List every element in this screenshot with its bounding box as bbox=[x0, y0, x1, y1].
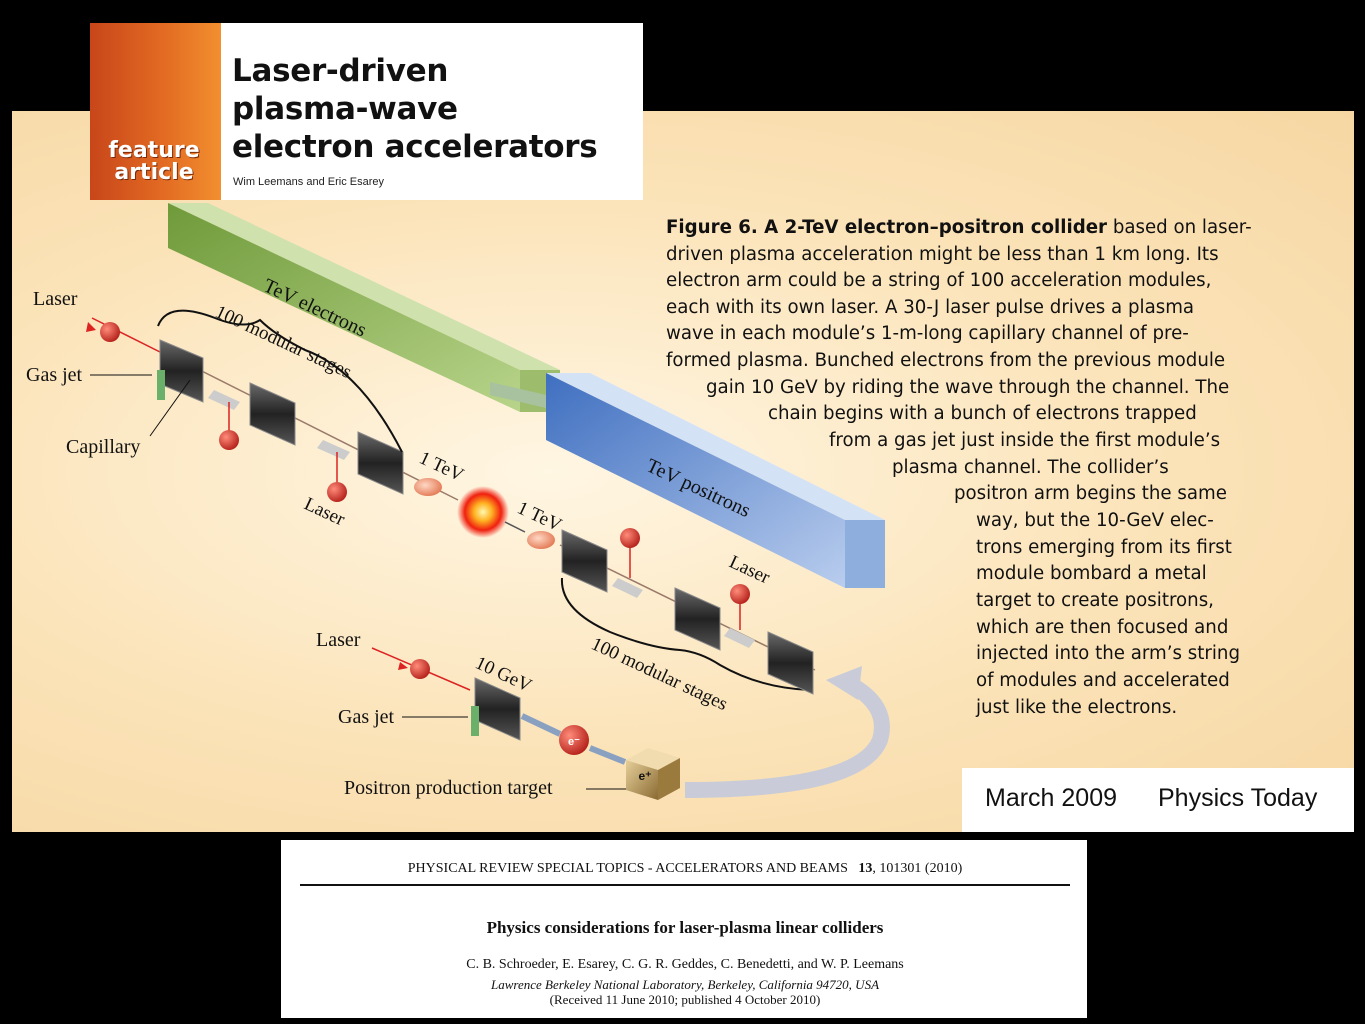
caption-line: way, but the 10-GeV elec- bbox=[976, 510, 1214, 531]
caption-line: electron arm could be a string of 100 ac… bbox=[666, 270, 1212, 291]
electron-bunch bbox=[414, 478, 442, 496]
collision-point bbox=[457, 486, 509, 538]
paper-affiliation: Lawrence Berkeley National Laboratory, B… bbox=[490, 977, 880, 992]
paper-journal-line: PHYSICAL REVIEW SPECIAL TOPICS - ACCELER… bbox=[407, 861, 963, 876]
laser-pulse bbox=[100, 322, 120, 342]
caption-line: driven plasma acceleration might be less… bbox=[666, 244, 1219, 265]
paper-title: Physics considerations for laser-plasma … bbox=[486, 918, 884, 937]
laser-lower-label: Laser bbox=[316, 629, 361, 651]
caption-line: formed plasma. Bunched electrons from th… bbox=[666, 350, 1226, 371]
electron-bunch-lower bbox=[559, 725, 589, 755]
caption-line: chain begins with a bunch of electrons t… bbox=[768, 403, 1197, 424]
laser-label: Laser bbox=[33, 288, 78, 310]
caption-line: module bombard a metal bbox=[976, 563, 1207, 584]
gas-jet-nozzle bbox=[157, 370, 165, 400]
journal-name: Physics Today bbox=[1158, 784, 1318, 812]
caption-line: gain 10 GeV by riding the wave through t… bbox=[706, 377, 1230, 398]
paper-rule bbox=[300, 884, 1070, 886]
stage-brace-top bbox=[157, 309, 403, 453]
caption-line: just like the electrons. bbox=[976, 697, 1178, 718]
caption-line: each with its own laser. A 30-J laser pu… bbox=[666, 297, 1195, 318]
caption-line: wave in each module’s 1-m-long capillary… bbox=[666, 323, 1189, 344]
publication-date: March 2009 bbox=[985, 784, 1118, 812]
citation-box bbox=[962, 768, 1354, 832]
feature-title: Laser-driven plasma-wave electron accele… bbox=[232, 53, 598, 165]
caption-bold: Figure 6. A 2-TeV electron–positron coll… bbox=[666, 217, 1108, 238]
mirror bbox=[317, 440, 350, 460]
caption-line: injected into the arm’s string bbox=[976, 643, 1240, 664]
laser-pulse bbox=[730, 584, 750, 604]
caption-line: positron arm begins the same bbox=[954, 483, 1227, 504]
feature-badge-text: feature article bbox=[108, 138, 200, 185]
electron-symbol: e⁻ bbox=[568, 736, 580, 748]
paper-authors: C. B. Schroeder, E. Esarey, C. G. R. Ged… bbox=[466, 957, 904, 972]
gas-jet-lower-label: Gas jet bbox=[338, 706, 395, 728]
laser-pulse bbox=[410, 659, 430, 679]
laser-beam bbox=[91, 317, 161, 353]
positron-modules bbox=[561, 529, 814, 695]
caption-line: target to create positrons, bbox=[976, 590, 1214, 611]
laser-right-label: Laser bbox=[726, 551, 774, 588]
gas-jet-label: Gas jet bbox=[26, 364, 83, 386]
electron-modules bbox=[159, 339, 404, 495]
paper-header bbox=[281, 840, 1087, 1018]
positron-symbol: e⁺ bbox=[638, 769, 651, 783]
laser-pulse bbox=[327, 482, 347, 502]
caption-line-1: Figure 6. A 2-TeV electron–positron coll… bbox=[666, 217, 1252, 238]
capillary-label: Capillary bbox=[66, 436, 141, 458]
caption-line: of modules and accelerated bbox=[976, 670, 1230, 691]
feature-authors: Wim Leemans and Eric Esarey bbox=[233, 176, 384, 188]
caption-line: plasma channel. The collider’s bbox=[892, 457, 1169, 478]
electron-beamline bbox=[159, 349, 459, 501]
gas-jet-nozzle-lower bbox=[471, 706, 479, 736]
block-connector bbox=[490, 382, 546, 408]
paper-received: (Received 11 June 2010; published 4 Octo… bbox=[549, 992, 821, 1007]
caption-line: trons emerging from its first bbox=[976, 537, 1232, 558]
tev-positrons-block bbox=[546, 373, 885, 588]
positron-bunch bbox=[527, 531, 555, 549]
laser-pulse bbox=[620, 528, 640, 548]
caption-line: from a gas jet just inside the first mod… bbox=[829, 430, 1221, 451]
caption-line: which are then focused and bbox=[976, 617, 1229, 638]
laser-pulse bbox=[219, 430, 239, 450]
feature-badge bbox=[90, 23, 221, 200]
stage-brace-bottom bbox=[560, 577, 811, 691]
return-arrow bbox=[684, 675, 890, 798]
mirror bbox=[208, 390, 240, 410]
positron-target-label: Positron production target bbox=[344, 777, 553, 799]
positron-target-box bbox=[626, 748, 680, 800]
